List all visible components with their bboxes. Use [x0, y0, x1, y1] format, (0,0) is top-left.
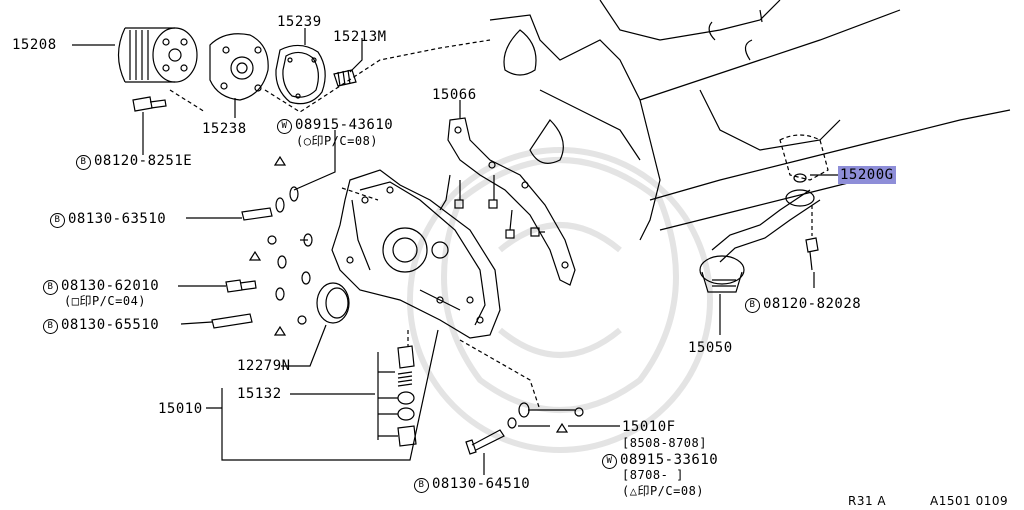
- bolt-marker: B: [745, 298, 760, 313]
- callout-text: 08130-65510: [61, 317, 160, 333]
- relief-valve-15213m: [333, 69, 357, 87]
- symbol-markers: [248, 155, 584, 433]
- bolt-marker: B: [50, 213, 65, 228]
- gasket-15239: [275, 44, 326, 105]
- washer-marker: W: [602, 454, 617, 469]
- callout-15132[interactable]: 15132: [237, 386, 282, 402]
- front-cover: [331, 169, 501, 339]
- bolt-marker: B: [43, 319, 58, 334]
- callout-text: 08120-82028: [763, 296, 862, 312]
- callout-text: 08915-43610: [295, 117, 394, 133]
- callout-15200g[interactable]: 15200G: [838, 166, 896, 184]
- bolt-marker: B: [414, 478, 429, 493]
- callout-15010f-range: [8508-8708]: [622, 436, 707, 450]
- bolt-08120-8251e: [132, 96, 167, 150]
- callout-15066[interactable]: 15066: [432, 87, 477, 103]
- callout-text: 08915-33610: [620, 452, 719, 468]
- callout-08915-33610-range: [8708- ]: [622, 468, 684, 482]
- bolt-marker: B: [76, 155, 91, 170]
- watermark-emblem: [407, 147, 713, 453]
- callout-15213m[interactable]: 15213M: [333, 29, 387, 45]
- oil-adapter-15238: [209, 33, 269, 101]
- callout-15239[interactable]: 15239: [277, 14, 322, 30]
- oil-filter-15208: [117, 27, 198, 83]
- relief-valve-parts-15132: [397, 345, 417, 447]
- callout-15010f[interactable]: 15010F: [622, 419, 676, 435]
- oil-strainer-15050: [699, 134, 829, 293]
- highlighted-part-number: 15200G: [838, 166, 896, 184]
- bolts: [211, 207, 819, 455]
- engine-block: [489, 0, 1011, 241]
- callout-text: 08120-8251E: [94, 153, 193, 169]
- callout-text: 08130-62010: [61, 278, 160, 294]
- callout-15050[interactable]: 15050: [688, 340, 733, 356]
- callout-text: 08130-63510: [68, 211, 167, 227]
- leader-lines: [72, 28, 838, 475]
- callout-12279n[interactable]: 12279N: [237, 358, 291, 374]
- callout-08915-43610-note: (○印P/C=08): [296, 134, 379, 148]
- footer-ref: A1501 0109: [930, 494, 1009, 508]
- cover-gasket-15066: [439, 117, 576, 286]
- footer-model: R31 A: [848, 494, 887, 508]
- callout-08130-62010-note: (□印P/C=04): [64, 294, 147, 308]
- callout-text: 08130-64510: [432, 476, 531, 492]
- washers: [275, 186, 530, 429]
- washer-marker: W: [277, 119, 292, 134]
- bolt-marker: B: [43, 280, 58, 295]
- front-seal-12279n: [316, 282, 350, 324]
- callout-15208[interactable]: 15208: [12, 37, 57, 53]
- callout-15010[interactable]: 15010: [158, 401, 203, 417]
- callout-08915-33610-note: (△印P/C=08): [622, 484, 705, 498]
- callout-15238[interactable]: 15238: [202, 121, 247, 137]
